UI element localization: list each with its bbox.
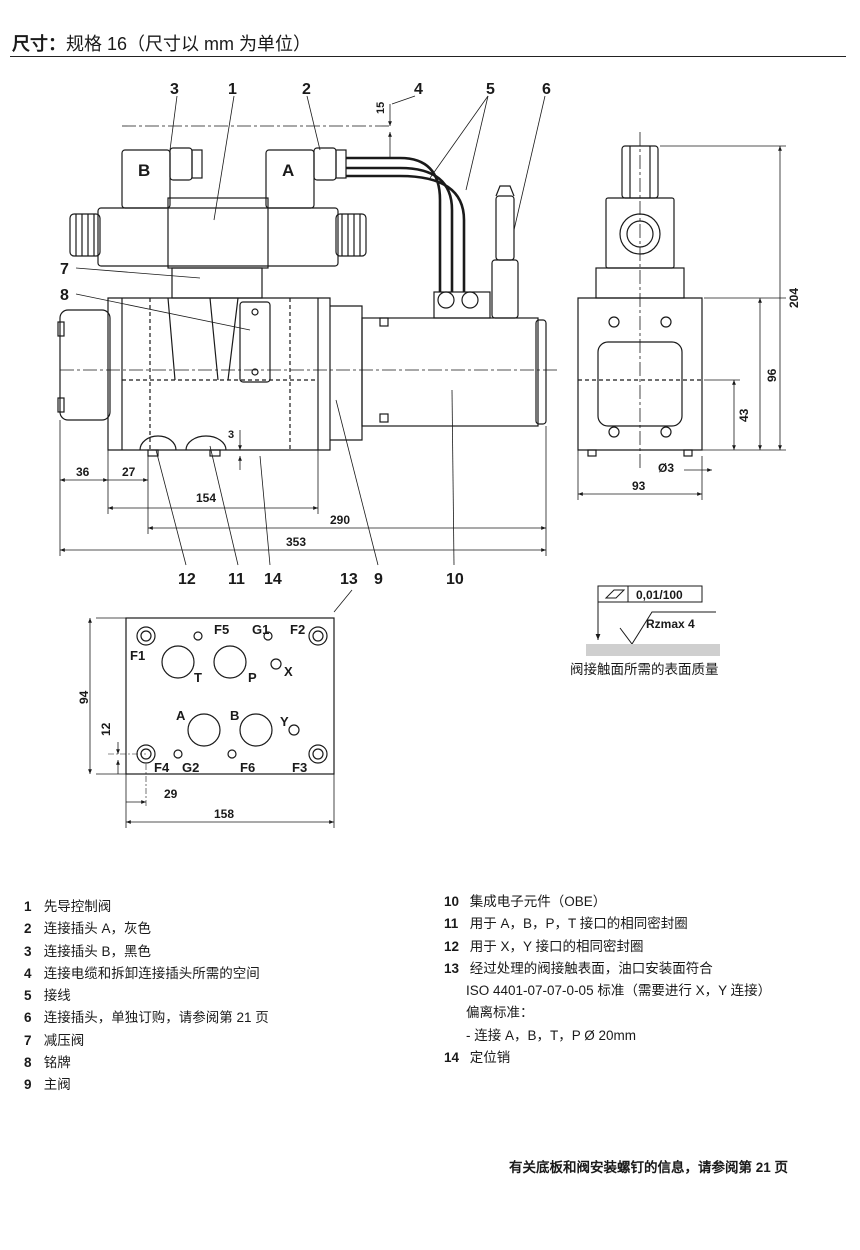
- title-rule: [10, 56, 846, 57]
- legend-item: 11 用于 A，B，P，T 接口的相同密封圈: [444, 916, 688, 932]
- dim-15: 15: [375, 102, 387, 114]
- port-f4: F4: [154, 760, 170, 775]
- dim-353: 353: [286, 535, 306, 549]
- dim-154: 154: [196, 491, 216, 505]
- port-x: X: [284, 664, 293, 679]
- dim-phi3: Ø3: [658, 461, 674, 475]
- callout-14: 14: [264, 571, 282, 588]
- dim-158: 158: [214, 807, 234, 821]
- legend-item: 12 用于 X，Y 接口的相同密封圈: [444, 938, 644, 954]
- footer-note: 有关底板和阀安装螺钉的信息，请参阅第 21 页: [508, 1160, 788, 1175]
- legend-right: 10 集成电子元件（OBE） 11 用于 A，B，P，T 接口的相同密封圈 12…: [444, 891, 771, 1069]
- port-pattern-view: [88, 589, 353, 828]
- legend-item: 8 铭牌: [24, 1055, 71, 1071]
- legend-item: 13 经过处理的阀接触表面，油口安装面符合: [444, 960, 713, 976]
- port-f3: F3: [292, 760, 307, 775]
- legend-item: 4 连接电缆和拆卸连接插头所需的空间: [24, 965, 260, 981]
- legend-item: 5 接线: [24, 988, 71, 1004]
- legend-item: 10 集成电子元件（OBE）: [444, 894, 607, 909]
- legend-item: 7 减压阀: [24, 1032, 85, 1048]
- plug-a-label: A: [282, 161, 294, 180]
- dim-290: 290: [330, 513, 350, 527]
- legend-item: 9 主阀: [24, 1077, 71, 1093]
- callout-4: 4: [414, 81, 423, 98]
- legend-item-continuation: 偏离标准：: [466, 1005, 534, 1021]
- port-labels: F1 F5 G1 F2 T P X A B Y F4 G2 F6 F3: [130, 622, 307, 775]
- callout-3: 3: [170, 81, 179, 98]
- dim-29: 29: [164, 787, 178, 801]
- port-f1: F1: [130, 648, 145, 663]
- dim-93: 93: [632, 479, 646, 493]
- callout-6: 6: [542, 81, 551, 98]
- legend-item: 2 连接插头 A，灰色: [24, 921, 152, 937]
- legend-item: 14 定位销: [444, 1050, 511, 1066]
- surface-quality-symbol: [595, 585, 716, 645]
- port-f2: F2: [290, 622, 305, 637]
- callout-11: 11: [228, 571, 245, 588]
- legend-item: 1 先导控制阀: [24, 899, 112, 914]
- callout-9: 9: [374, 571, 383, 588]
- callout-2: 2: [302, 81, 311, 98]
- port-f5: F5: [214, 622, 229, 637]
- callout-12: 12: [178, 571, 196, 588]
- port-p: P: [248, 670, 257, 685]
- side-view: [57, 125, 560, 457]
- callout-8: 8: [60, 287, 69, 304]
- plug-b-label: B: [138, 161, 150, 180]
- dim-27: 27: [122, 465, 136, 479]
- legend-item-continuation: ISO 4401-07-07-0-05 标准（需要进行 X，Y 连接）: [466, 983, 772, 999]
- port-a: A: [176, 708, 186, 723]
- legend-left: 1 先导控制阀 2 连接插头 A，灰色 3 连接插头 B，黑色 4 连接电缆和拆…: [24, 896, 269, 1097]
- port-b: B: [230, 708, 239, 723]
- roughness-value: Rzmax 4: [646, 617, 695, 631]
- tolerance-value: 0,01/100: [636, 588, 683, 602]
- dim-94: 94: [77, 690, 91, 704]
- dim-36: 36: [76, 465, 90, 479]
- port-f6: F6: [240, 760, 255, 775]
- dim-3: 3: [228, 429, 234, 441]
- front-view: [577, 132, 703, 470]
- dimension-drawing: B A 15 36 27 154 290 353 3: [57, 81, 801, 828]
- surface-hatch: [586, 644, 720, 656]
- port-t: T: [194, 670, 202, 685]
- legend-item: 3 连接插头 B，黑色: [24, 943, 152, 959]
- port-g1: G1: [252, 622, 269, 637]
- callout-5: 5: [486, 81, 495, 98]
- callout-1: 1: [228, 81, 237, 98]
- port-y: Y: [280, 714, 289, 729]
- dim-12: 12: [99, 722, 113, 736]
- legend-item: 6 连接插头，单独订购，请参阅第 21 页: [24, 1010, 269, 1026]
- callout-7: 7: [60, 261, 69, 278]
- callout-13: 13: [340, 571, 358, 588]
- dim-96: 96: [765, 368, 779, 382]
- dim-43: 43: [737, 408, 751, 422]
- dim-204: 204: [787, 288, 801, 308]
- page-title: 尺寸：规格 16（尺寸以 mm 为单位）: [12, 34, 312, 54]
- surface-caption: 阀接触面所需的表面质量: [570, 661, 719, 677]
- callout-10: 10: [446, 571, 464, 588]
- port-g2: G2: [182, 760, 199, 775]
- legend-item-continuation: - 连接 A，B，T，P Ø 20mm: [466, 1027, 637, 1043]
